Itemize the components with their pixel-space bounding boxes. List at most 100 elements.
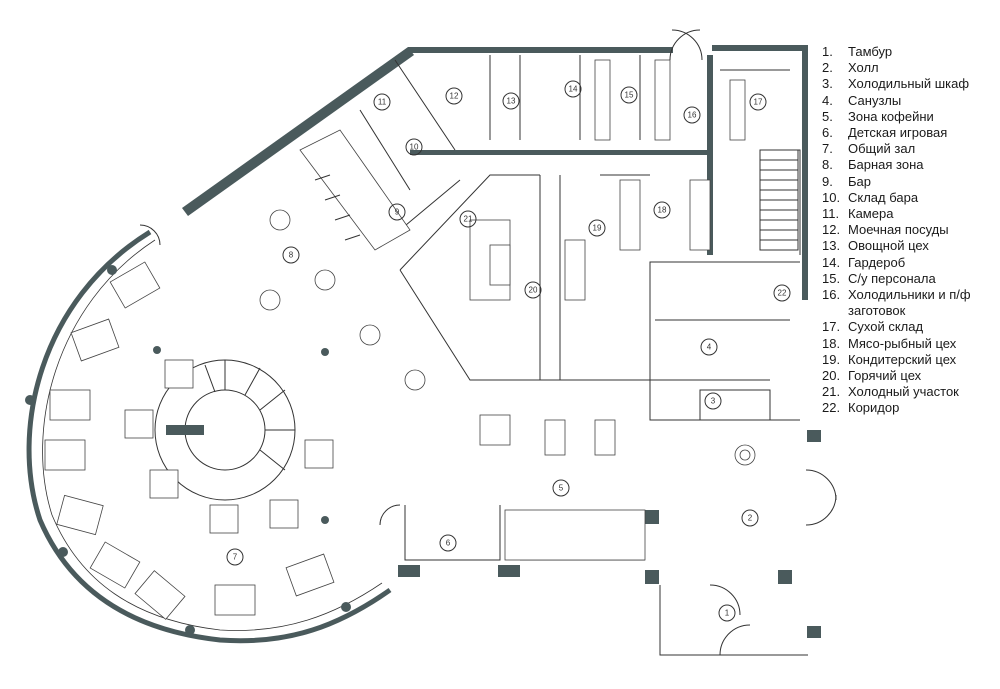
room-label-5: 5 xyxy=(559,484,564,493)
room-label-12: 12 xyxy=(450,92,459,101)
wall-kitchen-top xyxy=(410,150,710,155)
wall-south-block xyxy=(398,565,420,577)
room-label-18: 18 xyxy=(658,206,667,215)
room-label-7: 7 xyxy=(233,553,238,562)
legend-label: Мясо-рыбный цех xyxy=(848,335,957,351)
legend-item: 15.С/у персонала xyxy=(822,271,998,287)
legend-item: 22. Коридор xyxy=(822,400,998,416)
interior-walls xyxy=(359,55,808,656)
legend-item: 21. Холодный участок xyxy=(822,384,998,400)
legend-item: 6. Детская игровая xyxy=(822,125,998,141)
legend-label: Тамбур xyxy=(848,44,893,59)
room-legend: 1. Тамбур 2. Холл 3. Холодильный шкаф 4.Сан… xyxy=(822,44,998,417)
room-label-20: 20 xyxy=(529,286,538,295)
wall-east-bottom xyxy=(807,626,821,638)
room-label-19: 19 xyxy=(593,224,602,233)
legend-label: С/у персонала xyxy=(848,270,936,286)
legend-item: 4.Санузлы xyxy=(822,93,998,109)
legend-item-continuation: заготовок xyxy=(822,303,998,319)
room-label-1: 1 xyxy=(725,609,730,618)
legend-label: Барная зона xyxy=(848,157,924,173)
legend-item: 16. Холодильники и п/ф xyxy=(822,287,998,303)
curved-outer-wall-inner xyxy=(42,239,383,631)
room-label-22: 22 xyxy=(778,289,787,298)
legend-item: 2. Холл xyxy=(822,60,998,76)
legend-number: 1. xyxy=(822,44,833,59)
legend-number: 5. xyxy=(822,108,833,124)
room-label-10: 10 xyxy=(410,143,419,152)
wall-north-diagonal xyxy=(182,47,414,216)
legend-number: 6. xyxy=(822,125,833,141)
wall-north xyxy=(408,47,673,53)
wall-north-right xyxy=(712,45,808,51)
wall-east xyxy=(802,45,808,300)
hall-furniture xyxy=(44,261,646,620)
legend-number: 3. xyxy=(822,76,833,92)
legend-number: 21. xyxy=(822,384,841,400)
legend-label: Детская игровая xyxy=(848,125,948,141)
legend-item: 14. Гардероб xyxy=(822,255,998,271)
legend-number: 18. xyxy=(822,335,841,351)
legend-item: 9. Бар xyxy=(822,174,998,190)
curved-outer-wall xyxy=(26,229,392,644)
legend-label: Коридор xyxy=(848,400,900,416)
legend-label: Зона кофейни xyxy=(848,108,934,124)
legend-number: 14. xyxy=(822,254,841,270)
legend-item: 19.Кондитерский цех xyxy=(822,352,998,368)
room-label-circles xyxy=(226,80,791,622)
bar-counter xyxy=(299,129,411,251)
room-label-8: 8 xyxy=(289,251,294,260)
legend-label: Гардероб xyxy=(848,254,906,270)
room-label-21: 21 xyxy=(464,215,473,224)
storage-stair xyxy=(759,149,799,251)
legend-item: 11.Камера xyxy=(822,206,998,222)
legend-number: 2. xyxy=(822,60,833,76)
legend-label: Сухой склад xyxy=(848,319,924,335)
legend-label: Горячий цех xyxy=(848,368,922,384)
legend-item: 17.Сухой склад xyxy=(822,319,998,335)
wall-south-block-4 xyxy=(645,570,659,584)
legend-label: Холл xyxy=(848,60,879,76)
legend-number: 9. xyxy=(822,173,833,189)
room-label-3: 3 xyxy=(711,397,716,406)
doors xyxy=(139,29,837,656)
legend-number: 10. xyxy=(822,189,841,205)
wall-south-block-3 xyxy=(645,510,659,524)
legend-item: 7.Общий зал xyxy=(822,141,998,157)
legend-label: Кондитерский цех xyxy=(848,351,957,367)
legend-label: Общий зал xyxy=(848,141,916,157)
spiral-staircase xyxy=(154,359,296,501)
legend-number: 12. xyxy=(822,222,841,238)
legend-item: 5. Зона кофейни xyxy=(822,109,998,125)
bar-zone-tables xyxy=(259,209,756,466)
room-label-2: 2 xyxy=(748,514,753,523)
legend-number: 22. xyxy=(822,400,841,416)
legend-label: Бар xyxy=(848,173,871,189)
legend-item: 8.Барная зона xyxy=(822,157,998,173)
room-label-16: 16 xyxy=(688,111,697,120)
room-label-15: 15 xyxy=(625,91,634,100)
legend-label: Холодильный шкаф xyxy=(848,76,970,92)
room-label-9: 9 xyxy=(395,208,400,217)
legend-label: Камера xyxy=(848,206,894,222)
legend-item: 18. Мясо-рыбный цех xyxy=(822,336,998,352)
legend-item: 1. Тамбур xyxy=(822,44,998,60)
room-label-4: 4 xyxy=(707,343,712,352)
outer-walls xyxy=(182,45,821,638)
room-label-14: 14 xyxy=(569,85,578,94)
wall-south-block-2 xyxy=(498,565,520,577)
room-label-17: 17 xyxy=(754,98,763,107)
room-label-13: 13 xyxy=(507,97,516,106)
legend-item: 13.Овощной цех xyxy=(822,238,998,254)
legend-label: заготовок xyxy=(848,303,906,319)
legend-item: 20.Горячий цех xyxy=(822,368,998,384)
legend-label: Холодный участок xyxy=(848,384,959,400)
room-label-11: 11 xyxy=(378,98,387,107)
legend-number: 16. xyxy=(822,287,841,303)
legend-item: 12.Моечная посуды xyxy=(822,222,998,238)
legend-number: 4. xyxy=(822,92,833,108)
wall-south-block-5 xyxy=(778,570,792,584)
room-label-6: 6 xyxy=(446,539,451,548)
legend-label: Холодильники и п/ф xyxy=(848,287,971,303)
